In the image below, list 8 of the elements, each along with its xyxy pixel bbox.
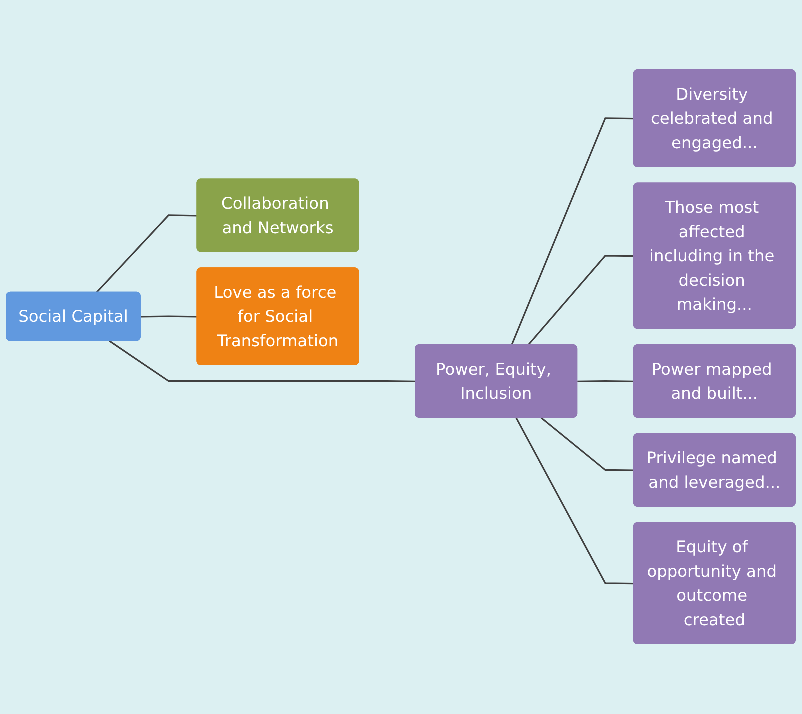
connector [109,340,416,382]
connector [511,118,634,346]
connector [516,418,634,585]
connector [96,214,198,294]
connector [528,255,634,346]
connector [578,380,634,382]
connector [140,316,198,318]
connector [540,417,634,472]
